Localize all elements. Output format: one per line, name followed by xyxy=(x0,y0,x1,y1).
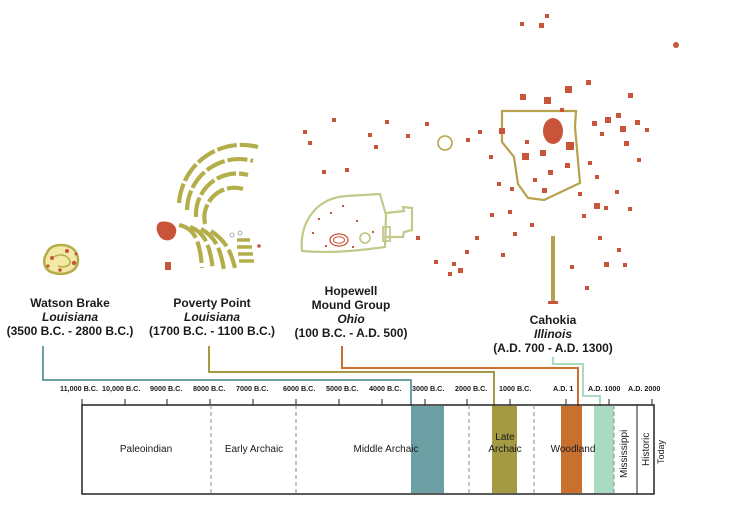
period-paleoindian: Paleoindian xyxy=(119,444,173,455)
axis-tick-label: 4000 B.C. xyxy=(369,384,402,393)
axis-tick-label: 10,000 B.C. xyxy=(102,384,141,393)
site-dates: (A.D. 700 - A.D. 1300) xyxy=(493,341,613,355)
poverty-point-connector xyxy=(208,346,495,406)
period-historic: Historic xyxy=(641,432,652,466)
site-connector-lines xyxy=(42,346,601,406)
period-late-archaic-line1: Late xyxy=(495,432,515,443)
site-name: Hopewell xyxy=(324,284,378,298)
cahokia-connector xyxy=(552,357,601,406)
period-late-archaic-line2: Archaic xyxy=(488,444,522,455)
site-location: Illinois xyxy=(533,327,572,341)
axis-tick-label: 5000 B.C. xyxy=(326,384,359,393)
axis-tick-label: 7000 B.C. xyxy=(236,384,269,393)
site-dates: (100 B.C. - A.D. 500) xyxy=(294,326,408,340)
axis-tick-label: 8000 B.C. xyxy=(193,384,226,393)
axis-tick-label: A.D. 2000 xyxy=(628,384,661,393)
period-middle-archaic: Middle Archaic xyxy=(353,444,419,455)
watson-brake-connector xyxy=(42,346,412,406)
axis-tick-label: 1000 B.C. xyxy=(499,384,532,393)
poverty-point-plan xyxy=(156,142,261,271)
timeline-box xyxy=(81,399,655,495)
hopewell-plan xyxy=(300,192,414,254)
axis-tick-label: 6000 B.C. xyxy=(283,384,316,393)
period-mississippi: Mississippi xyxy=(619,429,630,478)
cahokia-plan xyxy=(303,14,679,304)
axis-tick-label: 9000 B.C. xyxy=(150,384,183,393)
period-early-archaic: Early Archaic xyxy=(224,444,284,455)
axis-tick-label: A.D. 1 xyxy=(553,384,574,393)
poverty-point-label: Poverty Point Louisiana (1700 B.C. - 110… xyxy=(142,296,282,338)
site-name: Poverty Point xyxy=(173,296,251,310)
hopewell-connector xyxy=(341,346,579,406)
period-woodland: Woodland xyxy=(550,444,596,455)
site-name: Watson Brake xyxy=(30,296,110,310)
site-dates: (1700 B.C. - 1100 B.C.) xyxy=(148,324,276,338)
hopewell-bar xyxy=(561,406,582,493)
cahokia-bar xyxy=(594,406,614,493)
axis-tick-label: A.D. 1000 xyxy=(588,384,621,393)
poverty-point-bar xyxy=(492,406,517,493)
axis-tick-label: 3000 B.C. xyxy=(412,384,445,393)
site-dates: (3500 B.C. - 2800 B.C.) xyxy=(6,324,134,338)
cahokia-label: Cahokia Illinois (A.D. 700 - A.D. 1300) xyxy=(483,313,623,355)
axis-tick-label: 2000 B.C. xyxy=(455,384,488,393)
axis-tick-label: 11,000 B.C. xyxy=(60,384,98,393)
site-name: Cahokia xyxy=(529,313,577,327)
site-location: Louisiana xyxy=(41,310,98,324)
site-location: Ohio xyxy=(337,312,365,326)
period-late-archaic: Late Archaic xyxy=(482,432,528,456)
watson-brake-label: Watson Brake Louisiana (3500 B.C. - 2800… xyxy=(0,296,140,338)
site-name-line2: Mound Group xyxy=(311,298,391,312)
site-location: Louisiana xyxy=(183,310,240,324)
watson-brake-plan xyxy=(42,243,80,276)
watson-brake-bar xyxy=(411,406,444,493)
hopewell-label: Hopewell Mound Group Ohio (100 B.C. - A.… xyxy=(281,284,421,340)
period-today: Today xyxy=(656,439,666,464)
